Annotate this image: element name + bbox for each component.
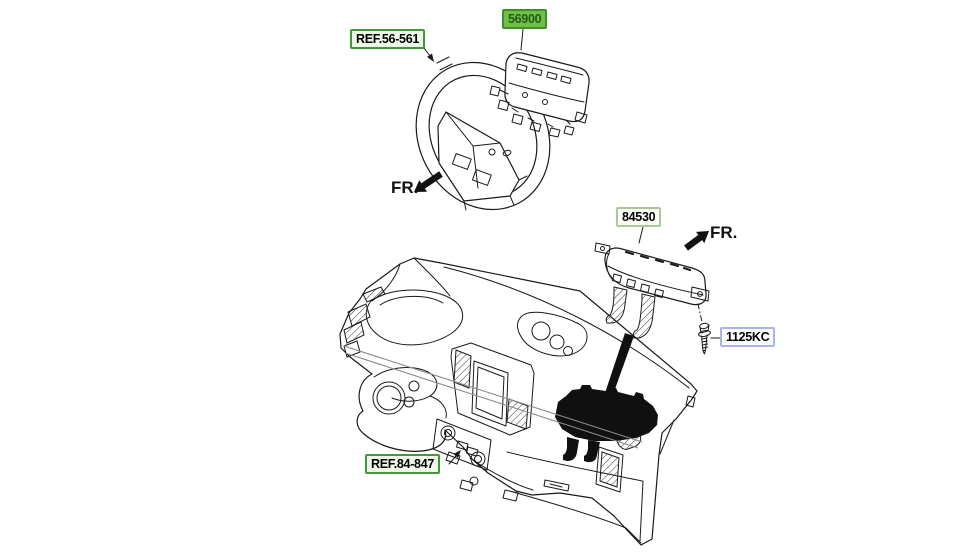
ref-label-84-847[interactable]: REF.84-847 [365,454,441,474]
ref-label-56-561[interactable]: REF.56-561 [350,29,426,49]
part-label-56900[interactable]: 56900 [502,9,548,29]
driver-airbag-module-drawing [489,52,590,138]
part-label-84530[interactable]: 84530 [616,207,662,227]
airbag-location-marker [555,333,658,463]
fr-direction-arrows [414,171,709,251]
dashboard-drawing [339,257,698,546]
mounting-screw-drawing [698,322,711,355]
passenger-airbag-module-drawing [594,242,710,339]
leader-lines [423,28,722,465]
part-label-1125kc[interactable]: 1125KC [720,327,776,347]
fr-indicator-passenger: FR. [710,223,738,242]
fr-indicator-steering: FR. [391,178,419,197]
dash-accent-lines [343,345,643,449]
